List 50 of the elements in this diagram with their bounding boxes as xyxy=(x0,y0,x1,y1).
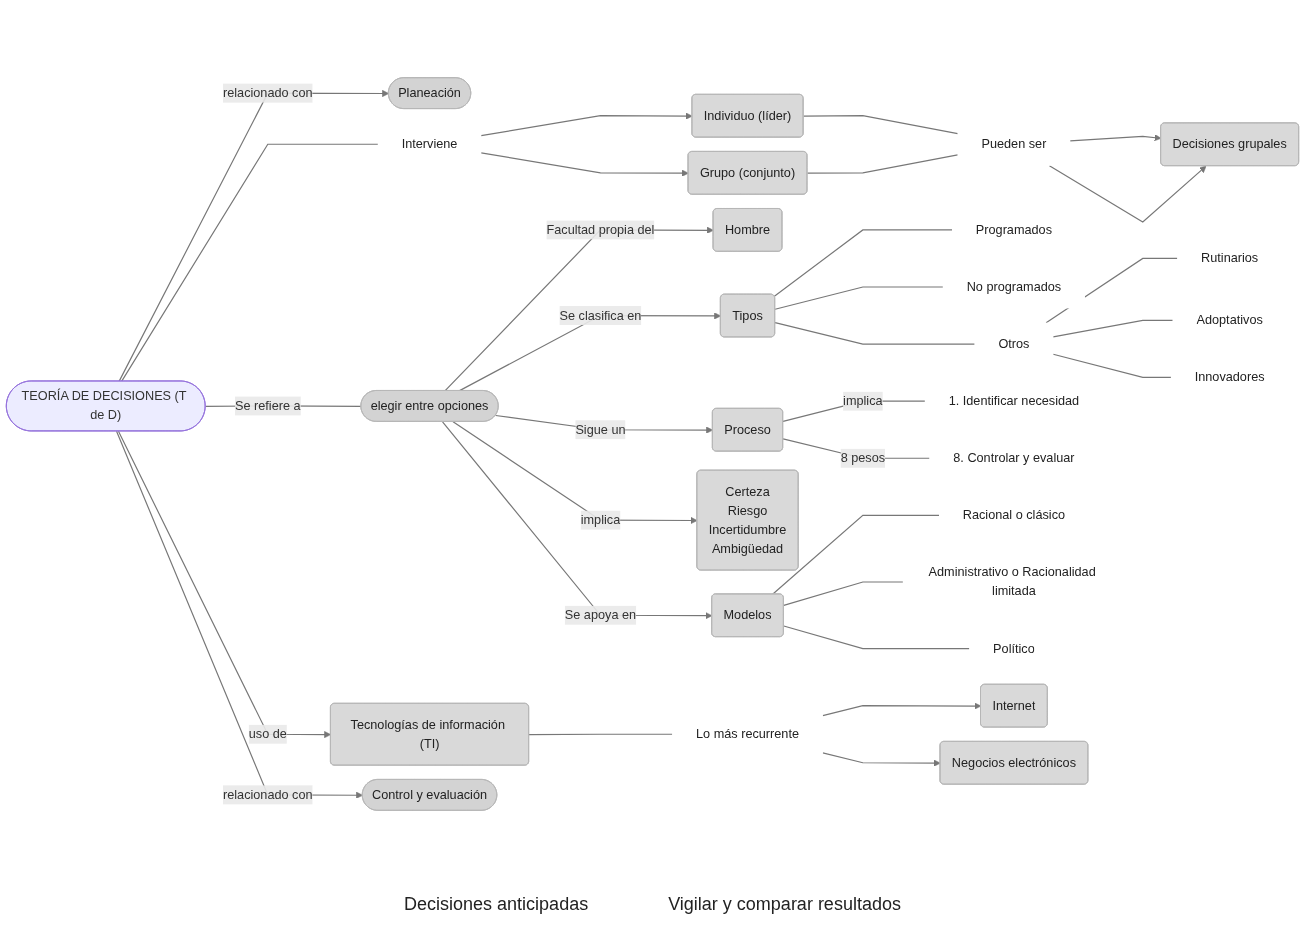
connector xyxy=(783,625,970,650)
node-text: Adoptativos xyxy=(1196,313,1263,327)
edge-label: relacionado con xyxy=(222,787,313,802)
arrow xyxy=(117,430,332,739)
node-text: 1. Identificar necesidad xyxy=(948,394,1080,408)
edge-label: relacionado con xyxy=(222,85,313,100)
edge-label: Facultad propia del xyxy=(546,222,655,237)
arrow xyxy=(822,702,982,717)
connector xyxy=(1045,257,1178,324)
node-text: Innovadores xyxy=(1194,370,1265,384)
arrow xyxy=(118,90,390,382)
edge-label: implica xyxy=(843,394,883,408)
node-text: Lo más recurrente xyxy=(696,727,799,741)
arrow xyxy=(822,752,941,767)
connector xyxy=(1052,319,1174,338)
connector xyxy=(121,143,379,382)
node-text: No programados xyxy=(966,279,1062,294)
node-text: Político xyxy=(993,641,1035,655)
node-text: Programados xyxy=(975,222,1052,237)
note-text: Vigilar y comparar resultados xyxy=(668,894,901,915)
node-text: 8. Controlar y evaluar xyxy=(953,451,1075,465)
arrow xyxy=(115,430,363,799)
edge-label: Se refiere a xyxy=(234,398,301,413)
arrow xyxy=(480,152,689,177)
arrow xyxy=(1048,165,1207,223)
note-text: Decisiones anticipadas xyxy=(404,894,589,915)
node-text: Interviene xyxy=(401,137,458,151)
node-text: Administrativo o Racionalidad limitada xyxy=(928,565,1096,598)
node-text: Racional o clásico xyxy=(962,508,1066,522)
edge-label: uso de xyxy=(248,727,287,741)
connector xyxy=(783,581,904,606)
connector xyxy=(528,733,673,736)
connector xyxy=(774,322,976,345)
edge-label: 8 pesos xyxy=(840,451,886,465)
node-text: Pueden ser xyxy=(981,137,1047,151)
connector xyxy=(806,154,959,174)
arrow xyxy=(1069,134,1162,142)
edge-label: Se clasifica en xyxy=(559,308,642,322)
connector xyxy=(773,229,953,297)
node-text: Rutinarios xyxy=(1201,251,1259,265)
edge-label: Sigue un xyxy=(575,422,626,437)
arrow xyxy=(480,112,693,137)
arrow xyxy=(444,226,714,392)
node-text: Otros xyxy=(998,336,1030,351)
connector xyxy=(774,286,944,310)
edge-label: implica xyxy=(580,512,621,527)
edge-label: Se apoya en xyxy=(564,608,637,622)
connector xyxy=(1052,353,1172,378)
connector xyxy=(802,115,959,135)
connector xyxy=(772,514,940,595)
